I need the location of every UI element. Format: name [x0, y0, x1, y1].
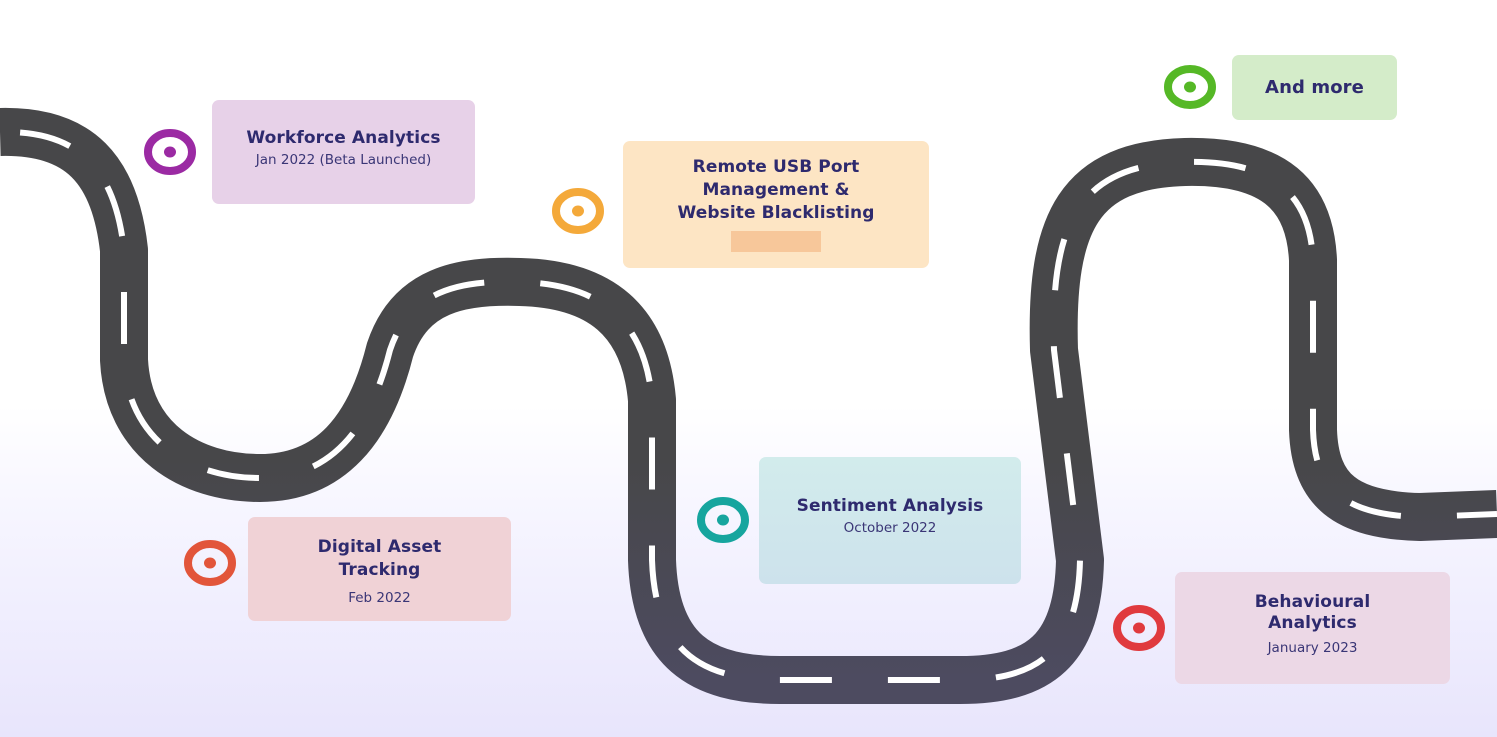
milestone-card-more: And more: [1232, 55, 1397, 120]
lane-markings: [0, 128, 1497, 683]
milestone-title-line: Remote USB Port: [692, 157, 860, 177]
target-icon: [697, 497, 749, 543]
milestone-title-line: Analytics: [1268, 613, 1357, 633]
milestone-title: And more: [1265, 77, 1364, 98]
target-icon: [552, 188, 604, 234]
milestone-card-workforce: Workforce Analytics Jan 2022 (Beta Launc…: [212, 100, 475, 204]
milestone-card-digital: Digital Asset Tracking Feb 2022: [248, 517, 511, 621]
milestone-marker-usb: [551, 187, 605, 235]
milestone-title-line: Website Blacklisting: [677, 203, 875, 223]
milestone-marker-sentiment: [696, 496, 750, 544]
milestone-marker-workforce: [143, 128, 197, 176]
target-icon: [1113, 605, 1165, 651]
milestone-date: October 2022: [843, 520, 937, 536]
milestone-title-line: Management &: [702, 180, 850, 200]
target-icon: [144, 129, 196, 175]
target-icon: [184, 540, 236, 586]
milestone-title: Workforce Analytics: [246, 128, 441, 148]
milestone-title: Sentiment Analysis: [796, 496, 984, 516]
milestone-card-behavioural: Behavioural Analytics January 2023: [1175, 572, 1450, 684]
milestone-card-usb: Remote USB Port Management & Website Bla…: [623, 141, 929, 268]
milestone-date: Jan 2022 (Beta Launched): [255, 152, 432, 168]
date-placeholder-bar: [731, 231, 821, 252]
milestone-title-line: Behavioural: [1254, 592, 1371, 612]
milestone-title-line: Tracking: [338, 560, 421, 580]
milestone-title-line: Digital Asset: [317, 537, 442, 557]
milestone-marker-behavioural: [1112, 604, 1166, 652]
milestone-date: January 2023: [1267, 640, 1358, 656]
milestone-marker-digital: [183, 539, 237, 587]
milestone-date: Feb 2022: [348, 590, 411, 606]
milestone-card-sentiment: Sentiment Analysis October 2022: [759, 457, 1021, 584]
target-icon: [1164, 65, 1216, 109]
milestone-marker-more: [1163, 63, 1217, 111]
